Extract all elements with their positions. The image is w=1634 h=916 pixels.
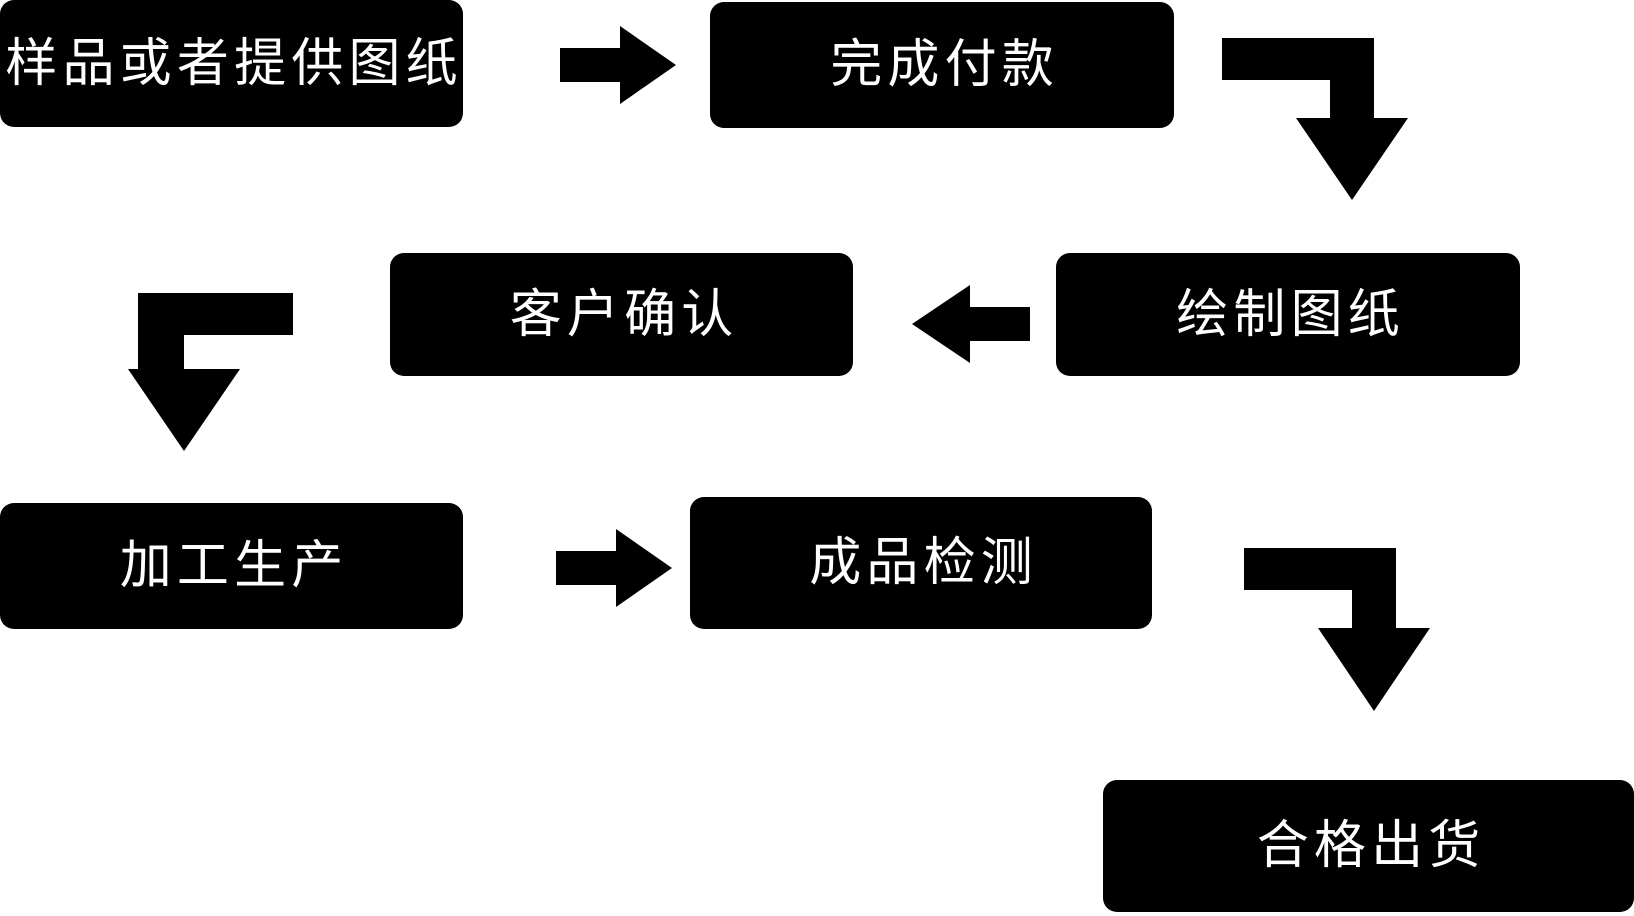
arrow-right-icon: [556, 529, 672, 607]
flow-node-label: 客户确认: [509, 284, 739, 345]
elbow-arrow-inspection-to-shipment: [1244, 548, 1454, 711]
flow-node-label: 加工生产: [119, 536, 349, 596]
flow-node-sample-or-drawing[interactable]: 样品或者提供图纸: [0, 0, 463, 127]
flow-node-processing-production[interactable]: 加工生产: [0, 503, 463, 629]
elbow-arrow-confirm-to-production: [128, 293, 293, 451]
arrow-left-icon: [912, 285, 1030, 363]
elbow-left-down-icon: [128, 293, 293, 451]
flow-node-finished-product-inspection[interactable]: 成品检测: [690, 497, 1152, 629]
arrow-left-drawing-to-confirm: [908, 283, 1053, 365]
flow-node-label: 合格出货: [1256, 816, 1486, 876]
flow-node-label: 成品检测: [809, 533, 1038, 593]
elbow-arrow-payment-to-drawing: [1222, 38, 1437, 200]
arrow-right-sample-to-payment: [538, 24, 678, 106]
flow-node-label: 绘制图纸: [1176, 284, 1405, 345]
flow-node-complete-payment[interactable]: 完成付款: [710, 2, 1174, 128]
flow-node-label: 样品或者提供图纸: [5, 33, 463, 94]
arrow-right-icon: [560, 26, 676, 104]
flow-node-customer-confirm[interactable]: 客户确认: [390, 253, 853, 376]
flow-node-label: 完成付款: [830, 35, 1059, 95]
arrow-right-production-to-inspection: [534, 527, 674, 609]
flow-node-qualified-shipment[interactable]: 合格出货: [1103, 780, 1634, 912]
elbow-right-down-icon: [1244, 548, 1430, 711]
elbow-right-down-icon: [1222, 38, 1408, 200]
flow-node-draw-drawing[interactable]: 绘制图纸: [1056, 253, 1520, 376]
